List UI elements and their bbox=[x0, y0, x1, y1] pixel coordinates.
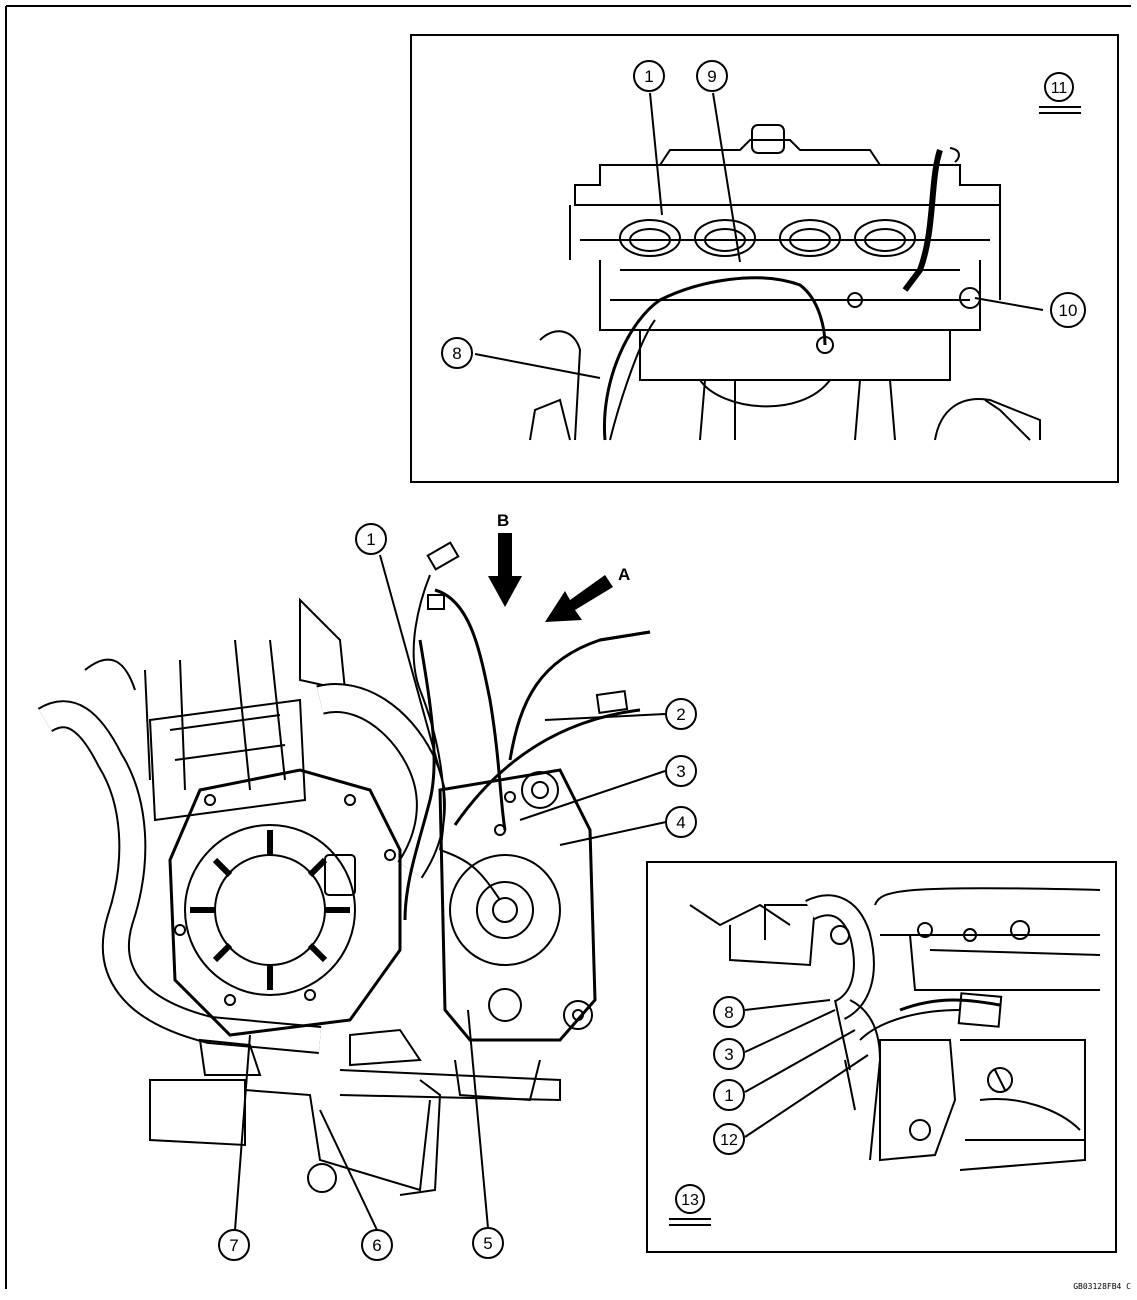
main-leader-lines bbox=[234, 554, 667, 1231]
inset-b-callout: 9 bbox=[696, 60, 728, 92]
svg-text:B: B bbox=[497, 511, 509, 530]
svg-text:13: 13 bbox=[681, 1192, 699, 1209]
main-callout: 7 bbox=[218, 1229, 250, 1261]
svg-text:1: 1 bbox=[366, 530, 375, 549]
inset-a-engine-drawing bbox=[689, 887, 1101, 1171]
inset-b-engine-drawing bbox=[529, 124, 1041, 441]
main-callout: 4 bbox=[665, 806, 697, 838]
svg-text:7: 7 bbox=[229, 1236, 238, 1255]
inset-a-view: 8 3 1 12 13 bbox=[646, 861, 1117, 1253]
page-border bbox=[5, 5, 1131, 1289]
svg-text:1: 1 bbox=[644, 67, 653, 86]
main-engine-drawing bbox=[37, 541, 651, 1196]
main-callout: 6 bbox=[361, 1229, 393, 1261]
main-callout: 5 bbox=[472, 1227, 504, 1259]
svg-text:3: 3 bbox=[676, 762, 685, 781]
inset-a-callout: 3 bbox=[713, 1038, 745, 1070]
svg-text:8: 8 bbox=[724, 1003, 733, 1022]
inset-b-leader-lines bbox=[474, 92, 1044, 379]
svg-text:11: 11 bbox=[1051, 80, 1068, 97]
inset-b-callout: 10 bbox=[1050, 292, 1086, 328]
inset-a-view-label: 13 bbox=[669, 1184, 711, 1226]
figure-reference-code: GB03128FB4 C bbox=[1073, 1282, 1131, 1291]
svg-text:12: 12 bbox=[720, 1132, 738, 1149]
main-callout: 3 bbox=[665, 755, 697, 787]
svg-text:9: 9 bbox=[707, 67, 716, 86]
svg-text:1: 1 bbox=[724, 1086, 733, 1105]
svg-text:5: 5 bbox=[483, 1234, 492, 1253]
main-callout: 1 bbox=[355, 523, 387, 555]
direction-arrow-b: B bbox=[488, 511, 522, 607]
svg-text:2: 2 bbox=[676, 705, 685, 724]
svg-text:4: 4 bbox=[676, 813, 685, 832]
svg-text:8: 8 bbox=[452, 344, 461, 363]
inset-b-view-label: 11 bbox=[1039, 72, 1081, 114]
svg-text:6: 6 bbox=[372, 1236, 381, 1255]
main-callout: 2 bbox=[665, 698, 697, 730]
inset-a-leader-lines bbox=[744, 999, 869, 1138]
inset-b-view: 1 9 10 8 11 bbox=[410, 34, 1119, 483]
svg-text:10: 10 bbox=[1059, 301, 1078, 320]
inset-a-callout: 12 bbox=[713, 1123, 745, 1155]
svg-text:A: A bbox=[618, 565, 630, 584]
inset-b-callout: 1 bbox=[633, 60, 665, 92]
svg-text:3: 3 bbox=[724, 1045, 733, 1064]
inset-a-callout: 1 bbox=[713, 1079, 745, 1111]
direction-arrow-a: A bbox=[545, 565, 630, 622]
inset-b-callout: 8 bbox=[441, 337, 473, 369]
inset-a-callout: 8 bbox=[713, 996, 745, 1028]
